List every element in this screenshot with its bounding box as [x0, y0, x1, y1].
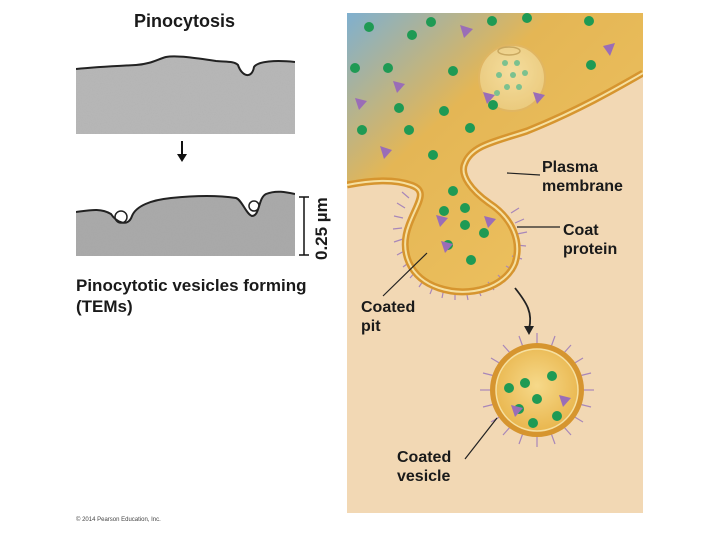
leader-plasma-membrane: [506, 172, 541, 176]
caption-line-1: Pinocytotic vesicles forming: [76, 276, 307, 295]
caption-line-2: (TEMs): [76, 297, 133, 316]
label-coated-pit: Coated pit: [361, 298, 415, 336]
label-coat-protein: Coat protein: [563, 221, 617, 259]
tem-micrograph-top: [76, 49, 295, 134]
label-coated-vesicle-line2: vesicle: [397, 468, 451, 485]
label-plasma-membrane-line2: membrane: [542, 178, 623, 195]
label-coat-protein-line1: Coat: [563, 222, 599, 239]
process-arrow-head: [524, 326, 534, 335]
pinocytosis-diagram: [347, 13, 643, 513]
label-plasma-membrane-line1: Plasma: [542, 159, 599, 176]
label-coated-vesicle: Coated vesicle: [397, 448, 451, 486]
copyright-notice: © 2014 Pearson Education, Inc.: [76, 517, 161, 523]
leader-coated-pit: [382, 252, 428, 297]
scale-label: 0.25 µm: [312, 197, 331, 260]
scale-bar-icon: [299, 196, 309, 256]
tem-micrograph-bottom: [76, 170, 295, 256]
solute-triangles-extracellular: [355, 25, 615, 253]
label-coated-pit-line1: Coated: [361, 299, 416, 316]
solute-dots-extracellular: [350, 13, 596, 265]
arrow-down-icon: [177, 141, 187, 162]
coated-vesicle-graphic: [480, 333, 594, 447]
membrane-inner-line: [347, 72, 643, 293]
vesicle-highlight: [497, 46, 521, 56]
label-coated-pit-line2: pit: [361, 318, 381, 335]
label-coat-protein-line2: protein: [563, 241, 618, 258]
leader-coated-vesicle: [464, 417, 498, 460]
extracellular-fluid: [347, 13, 643, 292]
solute-dots-in-vesicle: [494, 60, 528, 96]
page-title: Pinocytosis: [134, 11, 236, 31]
label-plasma-membrane: Plasma membrane: [542, 158, 623, 196]
process-arrow: [514, 287, 532, 330]
label-coated-vesicle-line1: Coated: [397, 449, 452, 466]
figure-caption: Pinocytotic vesicles forming (TEMs): [76, 275, 336, 317]
